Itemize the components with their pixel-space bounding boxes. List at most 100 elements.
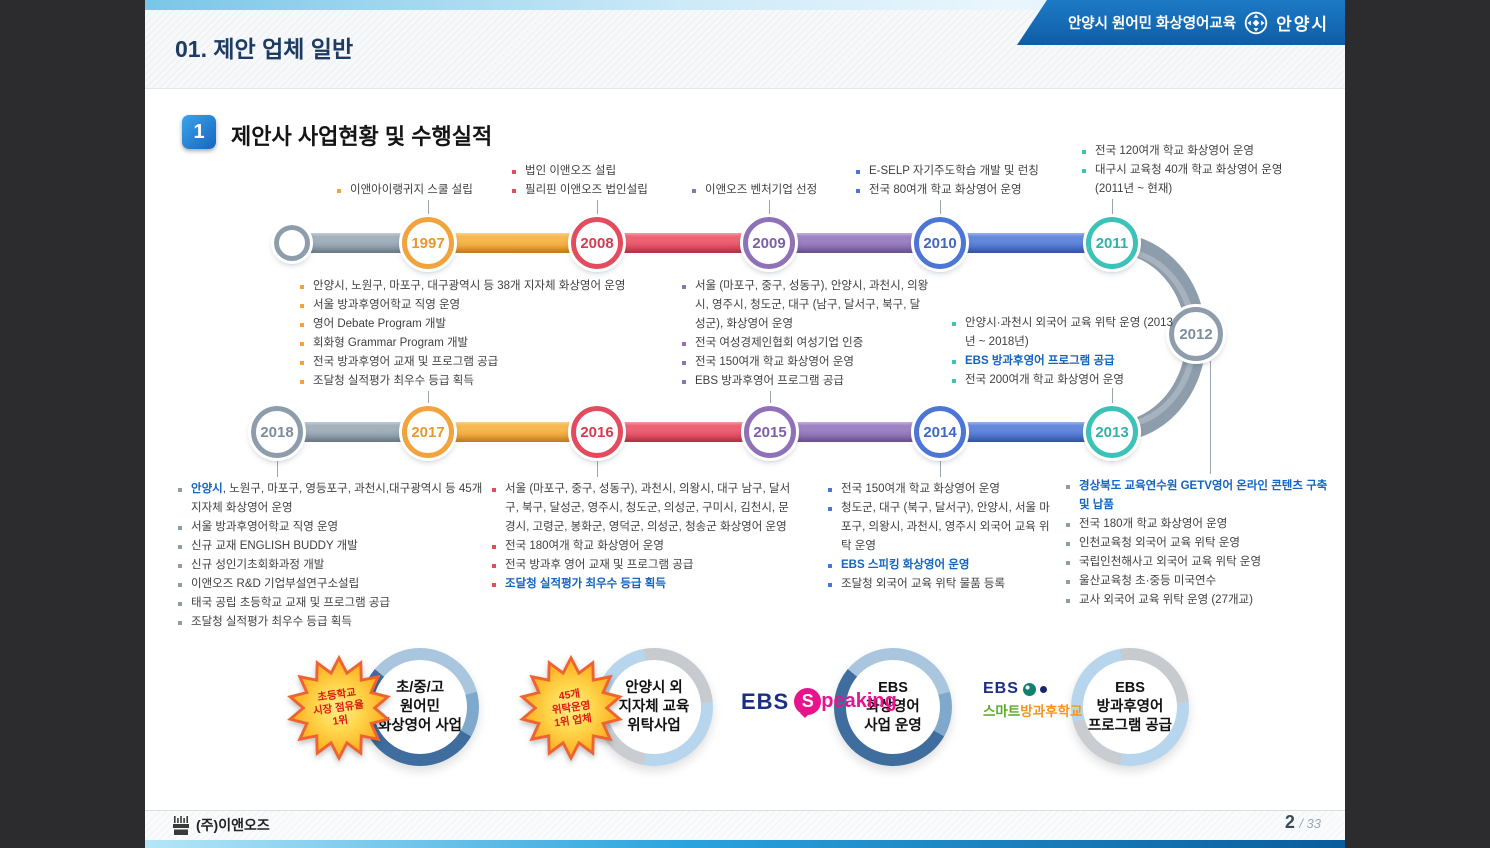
event-text: 이앤아이랭귀지 스쿨 설립 [350, 184, 473, 196]
bullet-icon [300, 304, 304, 308]
timeline-year-label: 2011 [1095, 234, 1129, 252]
bullet-icon [1066, 485, 1070, 489]
timeline-node-2014: 2014 [911, 403, 969, 461]
timeline-event-item: 울산교육청 초·중등 미국연수 [1066, 572, 1334, 591]
bullet-icon [512, 170, 516, 174]
timeline-event-item: 서울 방과후영어학교 직영 운영 [300, 296, 625, 315]
timeline-event-item: 이앤아이랭귀지 스쿨 설립 [337, 181, 473, 200]
bullet-icon [1082, 150, 1086, 154]
connector-line [597, 200, 598, 218]
timeline-event-item: 이앤오즈 R&D 기업부설연구소설립 [178, 575, 490, 594]
bullet-icon [952, 360, 956, 364]
timeline-event-item: 안양시, 노원구, 마포구, 영등포구, 과천시,대구광역시 등 45개 지자체… [178, 480, 490, 518]
bullet-icon [828, 507, 832, 511]
event-text: 전국 180개 학교 화상영어 운영 [1079, 518, 1228, 530]
connector-line [428, 200, 429, 218]
event-text: 전국 방과후 영어 교재 및 프로그램 공급 [505, 559, 694, 571]
timeline-event-item: 전국 120여개 학교 화상영어 운영 [1082, 142, 1282, 161]
timeline-node-2015: 2015 [741, 403, 799, 461]
logo-dot-icon [1022, 682, 1036, 696]
timeline-event-item: 안양시, 노원구, 마포구, 대구광역시 등 38개 지자체 화상영어 운영 [300, 277, 625, 296]
event-text: 신규 교재 ENGLISH BUDDY 개발 [191, 540, 358, 552]
section-title: 제안사 사업현황 및 수행실적 [231, 124, 493, 149]
event-text: 이앤오즈 R&D 기업부설연구소설립 [191, 578, 360, 590]
event-text: 필리핀 이앤오즈 법인설립 [525, 184, 648, 196]
timeline-bar [597, 233, 769, 253]
bullet-icon [337, 189, 341, 193]
timeline-node-2011: 2011 [1083, 214, 1141, 272]
connector-line [940, 200, 941, 218]
timeline-event-item: EBS 방과후영어 프로그램 공급 [952, 352, 1180, 371]
section-number-badge: 1 [182, 115, 216, 149]
bullet-icon [692, 189, 696, 193]
timeline-event-item: EBS 방과후영어 프로그램 공급 [682, 372, 930, 391]
event-text: 서울 방과후영어학교 직영 운영 [191, 521, 339, 533]
event-text: 전국 여성경제인협회 여성기업 인증 [695, 337, 864, 349]
timeline-event-item: 국립인천해사고 외국어 교육 위탁 운영 [1066, 553, 1334, 572]
timeline-year-label: 2013 [1095, 423, 1129, 441]
event-text: 서울 (마포구, 중구, 성동구), 과천시, 의왕시, 대구 남구, 달서구,… [505, 483, 791, 533]
logo-text: peaking [821, 690, 897, 712]
timeline-bar [597, 422, 770, 442]
timeline-node-2009: 2009 [740, 214, 798, 272]
timeline-event-item: 조달청 실적평가 최우수 등급 획득 [300, 372, 625, 391]
bullet-icon [828, 583, 832, 587]
event-text: 서울 (마포구, 중구, 성동구), 안양시, 과천시, 의왕시, 영주시, 청… [695, 280, 929, 330]
timeline-year-label: 2010 [923, 234, 957, 252]
event-text: 조달청 외국어 교육 위탁 물품 등록 [841, 578, 1006, 590]
bullet-icon [952, 379, 956, 383]
timeline-event-item: 조달청 실적평가 최우수 등급 획득 [178, 613, 490, 632]
slide-title: 01. 제안 업체 일반 [175, 36, 354, 62]
bullet-icon [828, 488, 832, 492]
event-text: 국립인천해사고 외국어 교육 위탁 운영 [1079, 556, 1262, 568]
bullet-icon [178, 526, 182, 530]
bullet-icon [178, 583, 182, 587]
event-text: EBS 방과후영어 프로그램 공급 [695, 375, 844, 387]
slide-footer [145, 810, 1345, 841]
timeline-events-2018: 안양시, 노원구, 마포구, 영등포구, 과천시,대구광역시 등 45개 지자체… [178, 480, 490, 632]
timeline-bar [769, 233, 940, 253]
page-number: 2 [1284, 812, 1295, 832]
event-text: 신규 성인기초회화과정 개발 [191, 559, 325, 571]
timeline-year-label: 2015 [753, 423, 787, 441]
timeline-event-item: 법인 이앤오즈 설립 [512, 162, 648, 181]
connector-line [940, 458, 941, 477]
connector-line [1112, 388, 1113, 406]
connector-line [597, 458, 598, 477]
event-text: 대구시 교육청 40개 학교 화상영어 운영 [1095, 164, 1283, 176]
event-text: 태국 공립 초등학교 교재 및 프로그램 공급 [191, 597, 391, 609]
logo-row: EBS [983, 680, 1082, 698]
event-text: 전국 80여개 학교 화상영어 운영 [869, 184, 1022, 196]
timeline-event-item: 전국 방과후 영어 교재 및 프로그램 공급 [492, 556, 794, 575]
timeline-event-item: 회화형 Grammar Program 개발 [300, 334, 625, 353]
event-text: 이앤오즈 벤처기업 선정 [705, 184, 818, 196]
timeline-event-item: 태국 공립 초등학교 교재 및 프로그램 공급 [178, 594, 490, 613]
timeline-event-item: 신규 교재 ENGLISH BUDDY 개발 [178, 537, 490, 556]
bullet-icon [682, 342, 686, 346]
timeline-year-label: 2016 [580, 423, 614, 441]
bullet-icon [828, 564, 832, 568]
bullet-icon [1066, 542, 1070, 546]
bullet-icon [300, 323, 304, 327]
timeline-year-label: 2012 [1179, 325, 1213, 343]
bullet-icon [300, 342, 304, 346]
timeline-event-item: 안양시·과천시 외국어 교육 위탁 운영 (2013년 ~ 2018년) [952, 314, 1180, 352]
event-text: 전국 방과후영어 교재 및 프로그램 공급 [313, 356, 499, 368]
event-text: 전국 150여개 학교 화상영어 운영 [841, 483, 1000, 495]
timeline-node-2008: 2008 [568, 214, 626, 272]
event-text: 법인 이앤오즈 설립 [525, 165, 617, 177]
company-logo-icon [173, 815, 189, 835]
bullet-icon [492, 564, 496, 568]
bullet-icon [492, 583, 496, 587]
timeline-bar [770, 422, 940, 442]
timeline-event-item: 조달청 실적평가 최우수 등급 획득 [492, 575, 794, 594]
timeline-events-2016: 서울 (마포구, 중구, 성동구), 과천시, 의왕시, 대구 남구, 달서구,… [492, 480, 794, 594]
timeline-bar [277, 422, 428, 442]
